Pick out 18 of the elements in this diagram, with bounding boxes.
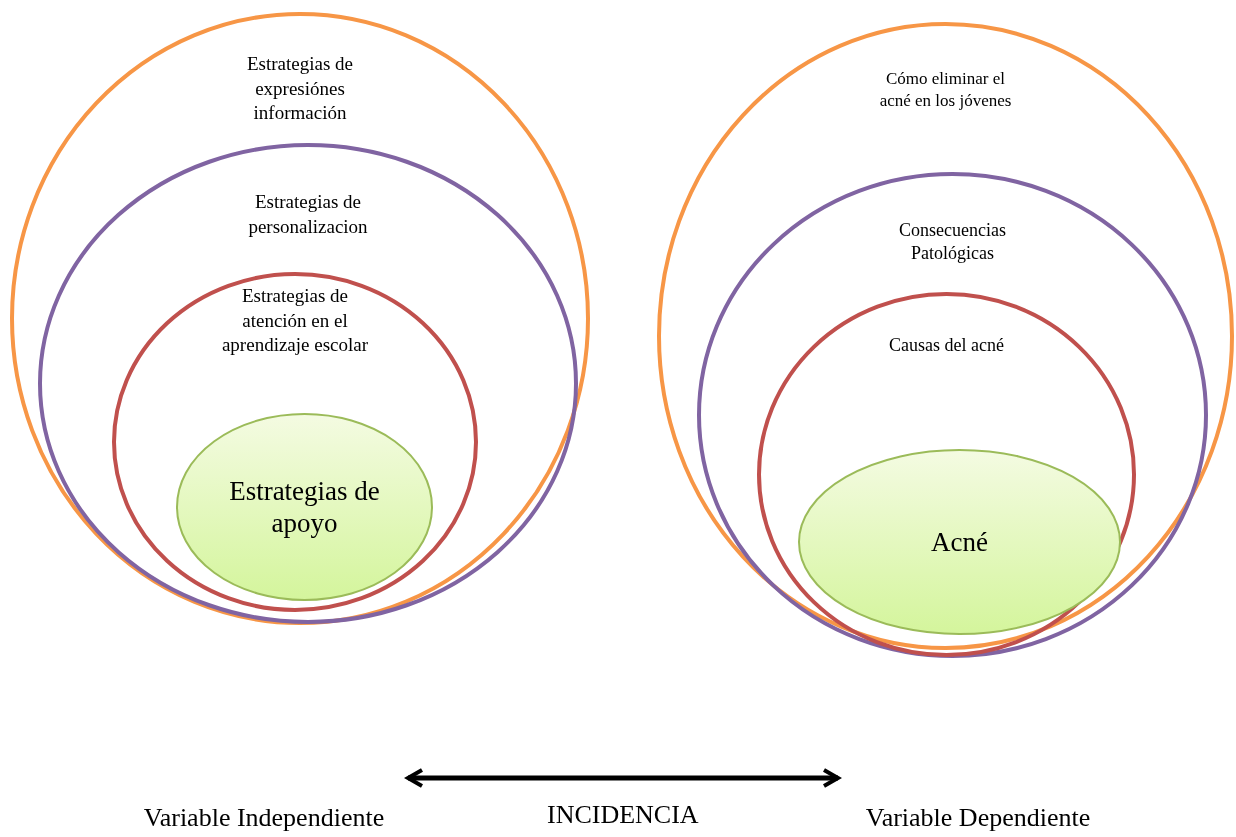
filled-ellipse: [797, 448, 1122, 636]
ellipse-label: Estrategias de atención en el aprendizaje escolar: [220, 284, 370, 358]
double-headed-arrow: [406, 768, 840, 788]
ellipse-ring: [757, 292, 1136, 657]
filled-ellipse: [175, 412, 434, 602]
ellipse-label: Acné: [930, 525, 989, 559]
ellipse-ring: [697, 172, 1208, 658]
ellipse-ring: [10, 12, 590, 625]
ellipse-ring: [38, 143, 578, 624]
variable-label: Variable Dependiente: [865, 803, 1091, 833]
variable-label: Variable Independiente: [143, 803, 385, 833]
ellipse-label: Consecuencias Patológicas: [898, 219, 1007, 266]
ellipse-ring: [112, 272, 478, 612]
ellipse-label: Causas del acné: [888, 334, 1005, 357]
ellipse-label: Estrategias de expresiónes información: [245, 52, 354, 126]
ellipse-label: Estrategias de personalizacion: [247, 190, 369, 239]
ellipse-label: Cómo eliminar el acné en los jóvenes: [878, 68, 1013, 113]
ellipse-label: Estrategias de apoyo: [228, 474, 381, 540]
